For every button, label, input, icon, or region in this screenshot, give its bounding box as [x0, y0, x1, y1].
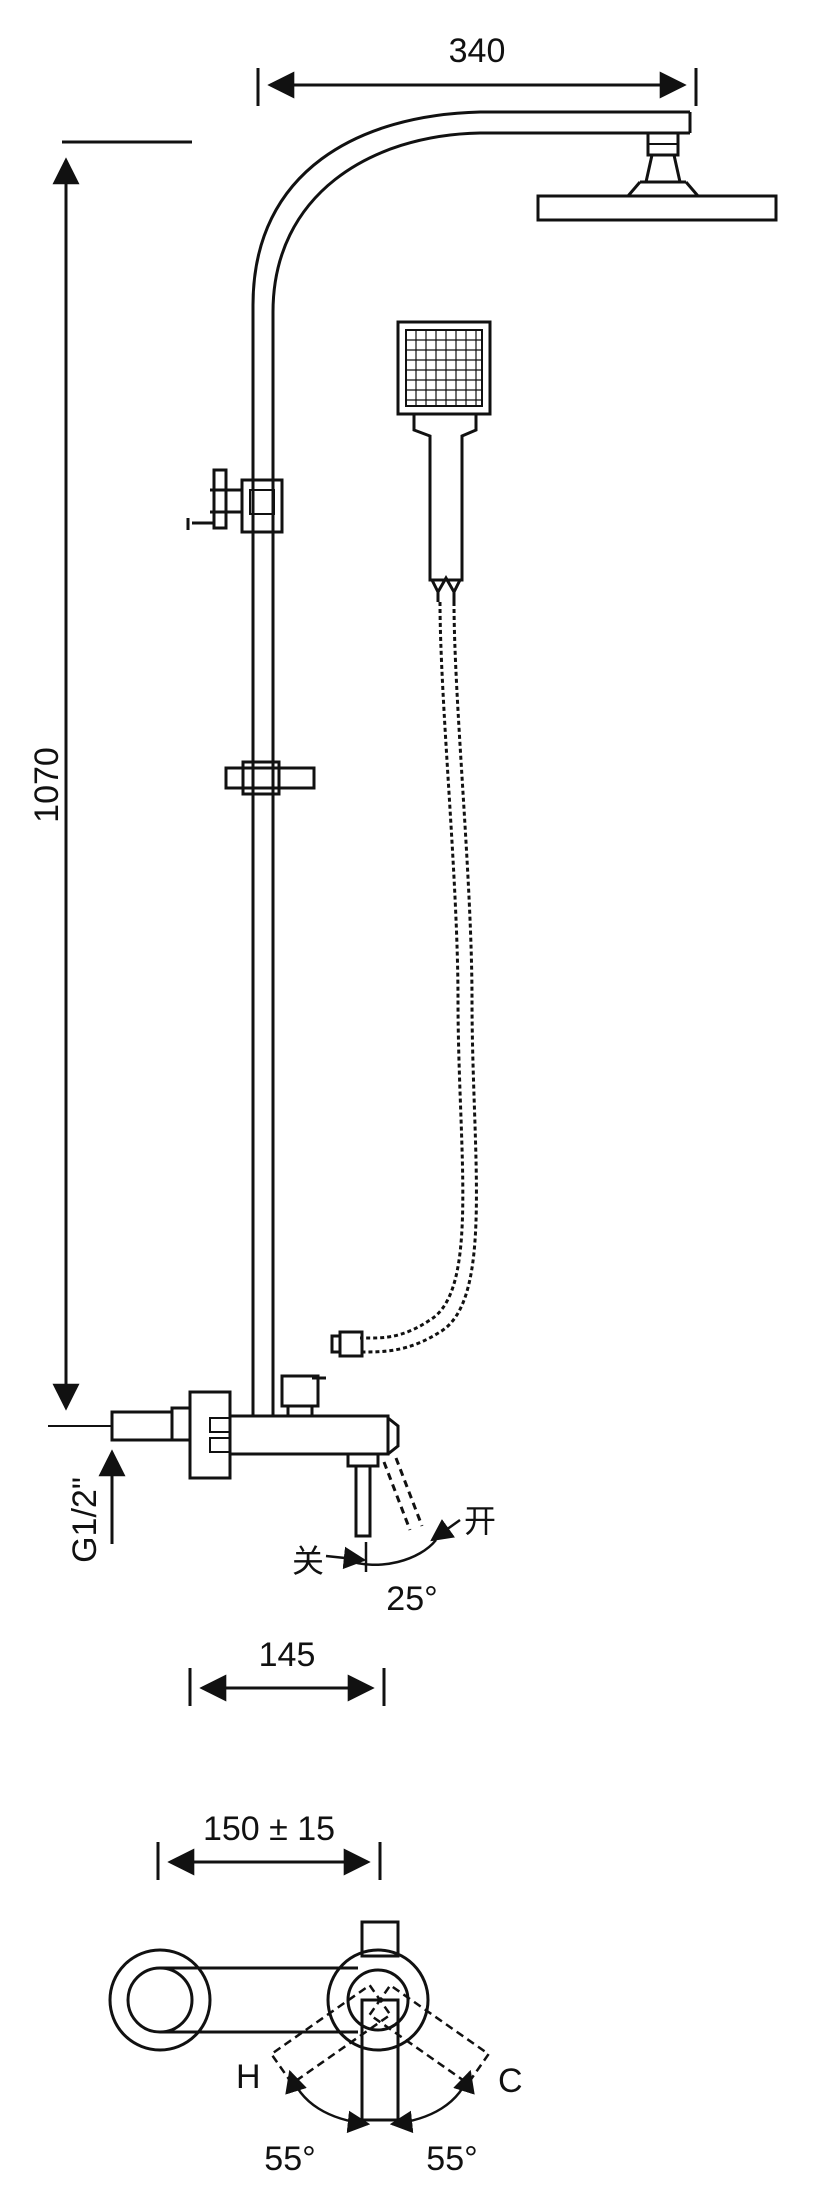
cold-angle-label: 55° — [426, 2140, 477, 2178]
close-label: 关 — [292, 1542, 324, 1580]
overhead-shower-head — [536, 131, 778, 222]
rotation-angle-indicator: H C 55° 55° — [236, 2058, 523, 2178]
mixer-top-view — [108, 1920, 491, 2122]
pipe-clamp — [224, 760, 316, 796]
diverter-angle-label: 25° — [386, 1580, 437, 1618]
dimension-width-top-label: 340 — [449, 32, 506, 70]
handle-cold-position — [367, 1983, 491, 2086]
inlet-thread-label: G1/2" — [66, 1477, 104, 1563]
hot-angle-label: 55° — [264, 2140, 315, 2178]
spout-projection-label: 145 — [259, 1636, 316, 1674]
dimension-center-distance: 150 ± 15 — [156, 1810, 382, 1880]
diverter-angle-indicator: 关 开 25° — [292, 1502, 496, 1618]
dimension-spout-projection: 145 — [188, 1636, 386, 1706]
shower-hose — [330, 601, 478, 1358]
hand-shower — [396, 320, 492, 602]
dimension-width-top: 340 — [256, 32, 698, 106]
hot-label: H — [236, 2058, 261, 2096]
center-distance-label: 150 ± 15 — [203, 1810, 335, 1848]
open-label: 开 — [464, 1502, 496, 1540]
dimension-height: 1070 — [28, 140, 192, 1411]
cold-label: C — [498, 2062, 523, 2100]
dimension-height-label: 1070 — [28, 747, 66, 823]
riser-pipe — [251, 110, 692, 1416]
sliding-bracket — [186, 468, 284, 534]
dimension-inlet-thread: G1/2" — [66, 1449, 126, 1563]
mixer-valve-body — [48, 1374, 424, 1538]
hand-shower-spray-grid — [406, 330, 482, 406]
